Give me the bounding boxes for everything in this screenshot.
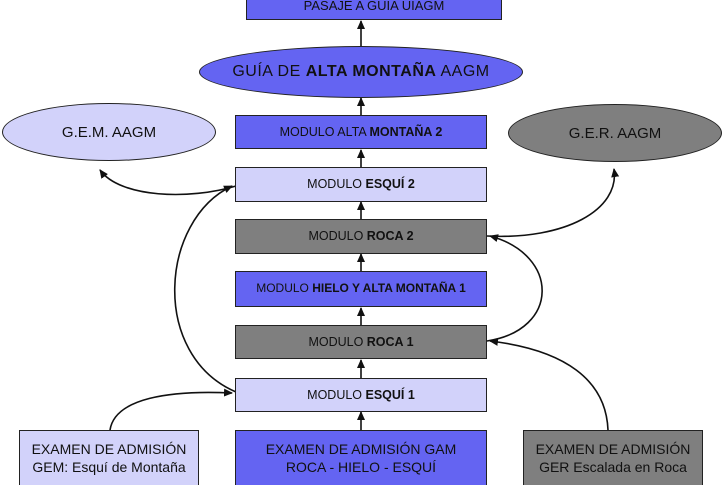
exam-gam-box: EXAMEN DE ADMISIÓN GAM ROCA - HIELO - ES…: [235, 430, 487, 485]
gem-ellipse: G.E.M. AAGM: [2, 103, 216, 161]
exam-gem-box: EXAMEN DE ADMISIÓN GEM: Esquí de Montaña: [19, 430, 199, 485]
module-hielo-alta-montana-1: MODULO HIELO Y ALTA MONTAÑA 1: [235, 271, 487, 307]
arrow-ski1-to-ski2: [173, 185, 237, 393]
arrow-rock1-to-rock2: [486, 234, 543, 342]
ger-ellipse: G.E.R. AAGM: [508, 104, 722, 162]
arrow-exam-ger-to-rock1: [489, 337, 609, 431]
top-box: PASAJE A GUIA UIAGM: [246, 0, 502, 20]
module-alta-montana-2: MODULO ALTA MONTAÑA 2: [235, 115, 487, 149]
module-esqui-1: MODULO ESQUÍ 1: [235, 378, 487, 412]
arrow-ski2-to-gem: [99, 169, 237, 196]
module-roca-2: MODULO ROCA 2: [235, 219, 487, 254]
arrow-exam-gem-to-ski1: [109, 388, 233, 431]
module-esqui-2: MODULO ESQUÍ 2: [235, 167, 487, 202]
guide-ellipse: GUÍA DE ALTA MONTAÑA AAGM: [199, 46, 523, 98]
module-roca-1: MODULO ROCA 1: [235, 325, 487, 359]
exam-ger-box: EXAMEN DE ADMISIÓN GER Escalada en Roca: [523, 430, 703, 485]
arrow-rock2-to-ger: [486, 168, 620, 238]
